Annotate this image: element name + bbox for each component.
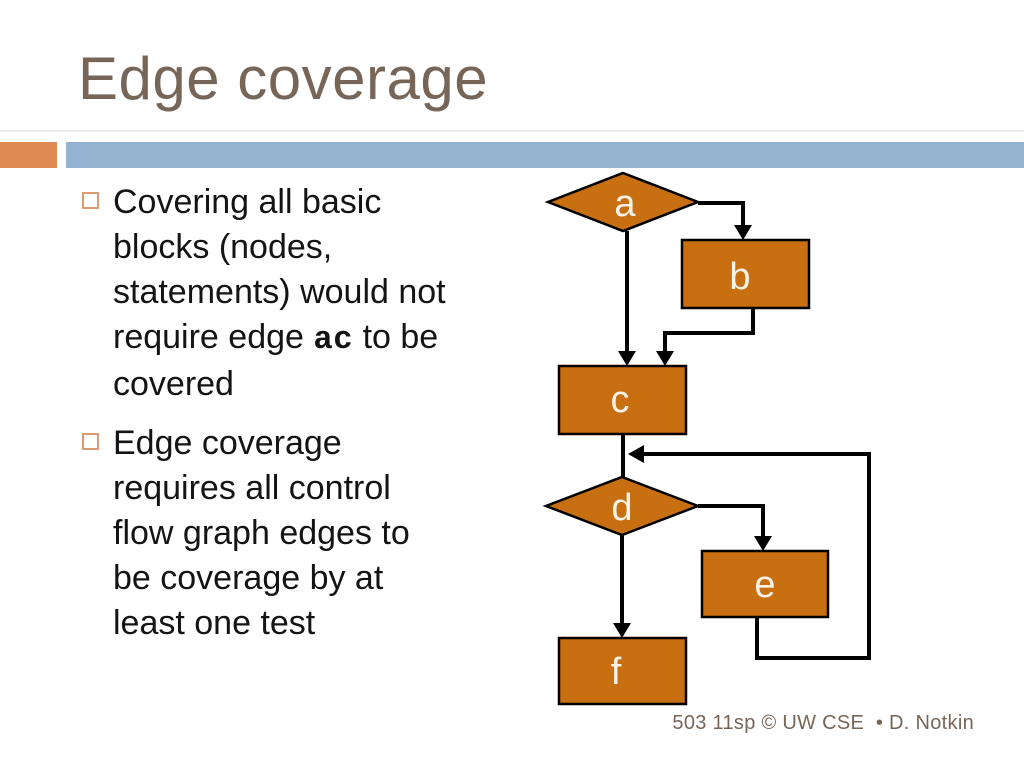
bullet-list: Covering all basic blocks (nodes, statem… xyxy=(82,180,522,660)
edge-d-e xyxy=(698,504,765,537)
bullet-2-line-5: least one test xyxy=(113,604,316,642)
node-b-label: b xyxy=(729,256,750,298)
bullet-1-line-3: statements) would not xyxy=(113,273,446,311)
bullet-item-2: Edge coverage requires all control flow … xyxy=(82,421,522,646)
node-f-rect xyxy=(557,636,688,706)
edge-b-c xyxy=(663,308,755,352)
arrowhead-b-c xyxy=(656,351,674,366)
bullet-1-text: Covering all basic blocks (nodes, statem… xyxy=(113,180,446,407)
bullet-item-1: Covering all basic blocks (nodes, statem… xyxy=(82,180,522,407)
slide-title: Edge coverage xyxy=(78,45,489,112)
edge-a-b xyxy=(698,201,745,226)
arrowhead-e-loop xyxy=(628,445,644,463)
node-d-label: d xyxy=(611,487,632,529)
node-e-label: e xyxy=(754,564,775,606)
node-a-diamond xyxy=(544,171,702,233)
node-b-rect xyxy=(680,238,811,310)
bullet-1-line-1: Covering all basic xyxy=(113,183,382,221)
bullet-2-line-1: Edge coverage xyxy=(113,424,342,462)
edge-e-loop xyxy=(644,452,871,660)
node-c-rect xyxy=(557,364,688,436)
bullet-1-line-4-post: to be xyxy=(353,318,439,356)
accent-orange-block xyxy=(0,142,57,168)
arrowhead-a-c xyxy=(618,351,636,366)
footer-credit: 503 11sp © UW CSE • D. Notkin xyxy=(672,712,974,734)
arrowhead-a-b xyxy=(734,225,752,240)
bullet-2-line-4: be coverage by at xyxy=(113,559,384,597)
arrowhead-d-f xyxy=(613,623,631,638)
node-d-diamond xyxy=(542,475,702,537)
bullet-1-line-4-pre: require edge xyxy=(113,318,314,356)
node-c-label: c xyxy=(611,379,630,421)
bullet-1-line-2: blocks (nodes, xyxy=(113,228,333,266)
node-e-rect xyxy=(700,549,830,619)
arrowhead-d-e xyxy=(754,536,772,551)
bullet-2-line-2: requires all control xyxy=(113,469,391,507)
bullet-square-icon xyxy=(82,433,99,450)
bullet-2-line-3: flow graph edges to xyxy=(113,514,410,552)
bullet-square-icon xyxy=(82,192,99,209)
accent-blue-bar xyxy=(66,142,1024,168)
bullet-1-line-5: covered xyxy=(113,365,234,403)
edge-ac-code: ac xyxy=(313,321,354,358)
node-a-label: a xyxy=(614,183,636,225)
bullet-1-line-4: require edge ac to be xyxy=(113,315,446,362)
divider-rule xyxy=(0,130,1024,132)
bullet-2-text: Edge coverage requires all control flow … xyxy=(113,421,410,646)
node-f-label: f xyxy=(611,651,622,693)
